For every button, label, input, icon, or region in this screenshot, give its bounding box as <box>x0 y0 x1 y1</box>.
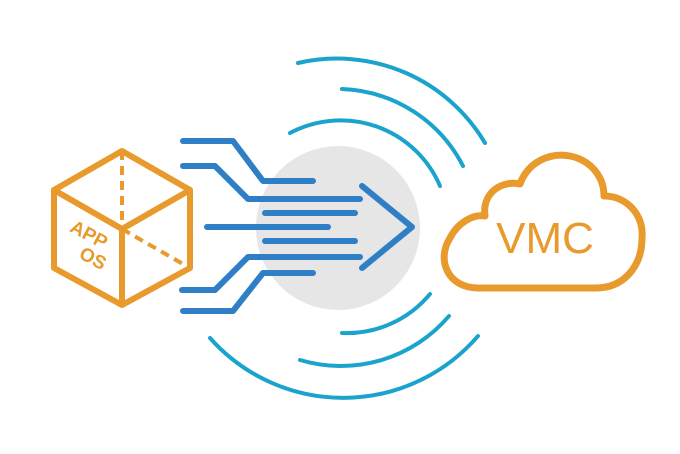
signal-arc-lower-middle <box>298 314 451 368</box>
hub-circle <box>256 146 420 310</box>
flow-line-4 <box>179 254 363 293</box>
flow-line-2 <box>180 163 363 202</box>
signal-arc-upper-middle <box>340 87 465 168</box>
signal-arc-upper-outer <box>296 56 487 145</box>
data-flow-arrow <box>179 138 415 314</box>
cube-front-edges <box>52 187 192 305</box>
signal-arc-lower-inner <box>340 292 432 336</box>
cube-label-os: OS <box>76 243 110 274</box>
signal-arc-upper-inner <box>288 118 442 188</box>
signal-arcs <box>208 56 487 400</box>
cube-hidden-edges <box>120 151 191 270</box>
flow-line-1 <box>180 138 316 184</box>
arrow-head <box>359 183 415 271</box>
signal-arc-lower-outer <box>208 334 480 400</box>
app-os-cube <box>51 148 193 308</box>
cloud-icon <box>440 151 646 292</box>
cloud-label-vmc: VMC <box>496 214 594 263</box>
flow-line-5 <box>180 270 316 314</box>
